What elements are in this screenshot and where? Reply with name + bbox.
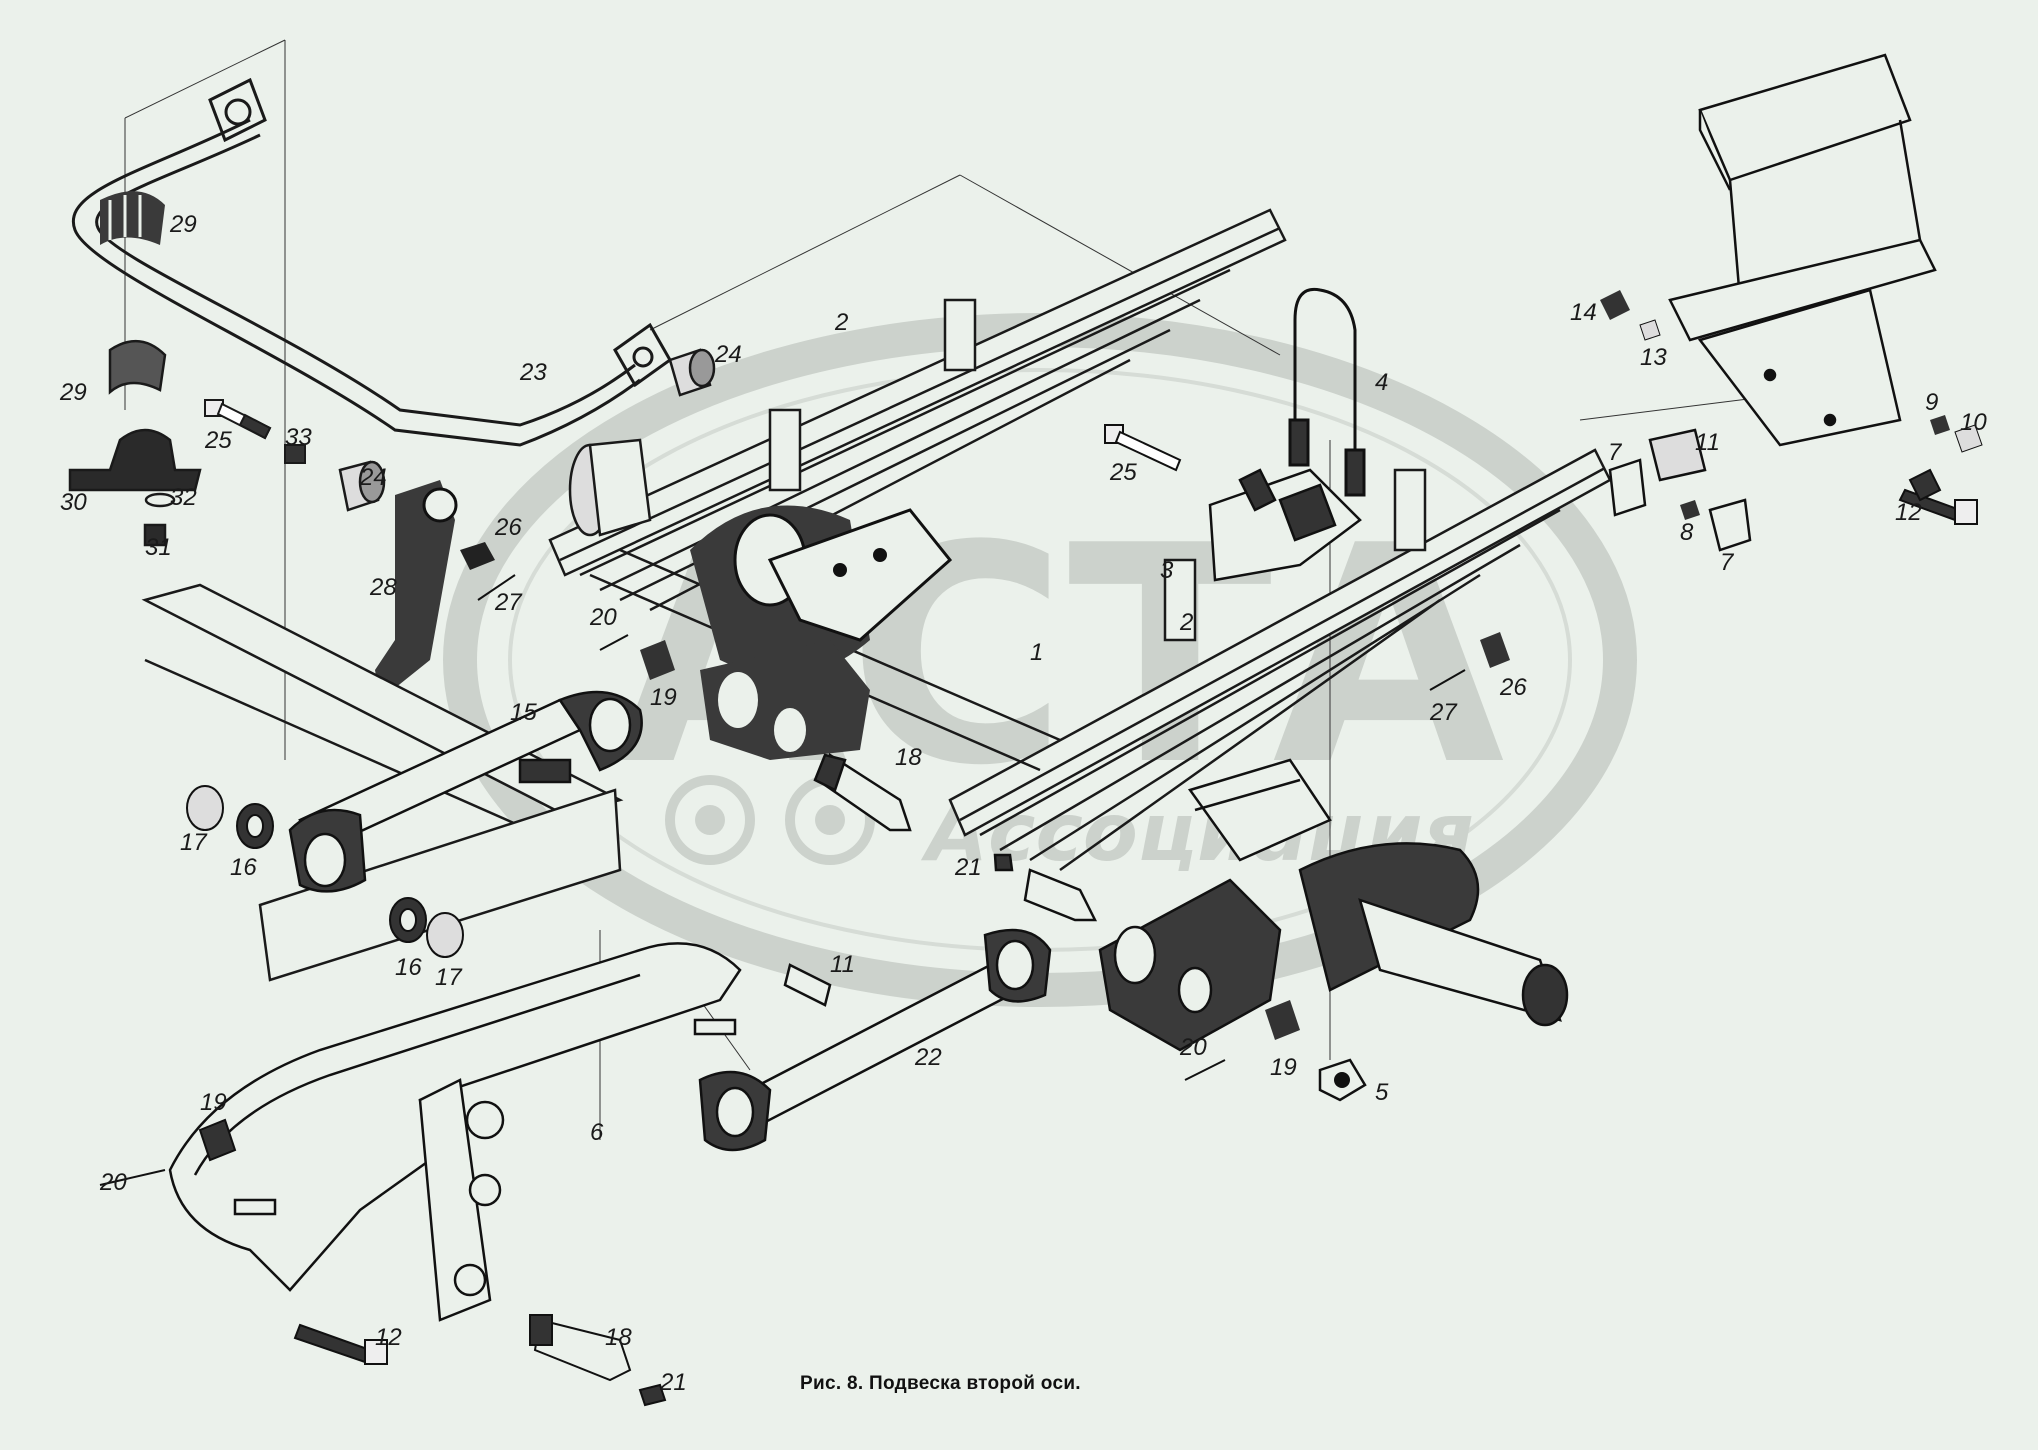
callout-label: 8	[1680, 519, 1694, 546]
bolt-part-12	[1898, 468, 1978, 525]
castle-nut-right	[1184, 1000, 1300, 1081]
callout-label: 6	[590, 1119, 604, 1146]
nut-part	[460, 542, 516, 601]
nut-part-26	[1429, 632, 1510, 691]
link-bracket	[375, 480, 458, 700]
callout-label: 26	[1499, 674, 1527, 701]
callout-label: 26	[494, 514, 522, 541]
callout-label: 16	[230, 854, 257, 881]
frame-section-right	[1668, 53, 1937, 447]
callout-label: 18	[895, 744, 922, 771]
callout-labels: 1223456778910111112121314151616171718181…	[59, 211, 1987, 1396]
callout-label: 4	[1375, 369, 1388, 396]
callout-label: 15	[510, 699, 537, 726]
callout-label: 18	[605, 1324, 632, 1351]
reaction-rod	[288, 690, 643, 893]
trunnion-bracket	[700, 640, 870, 760]
callout-label: 21	[954, 854, 982, 881]
callout-label: 12	[1895, 499, 1922, 526]
callout-label: 2	[834, 309, 848, 336]
callout-label: 9	[1925, 389, 1938, 416]
u-bolt	[1288, 287, 1366, 497]
callout-label: 14	[1570, 299, 1597, 326]
callout-label: 29	[59, 379, 87, 406]
callout-label: 17	[435, 964, 463, 991]
spring-bracket	[168, 942, 742, 1322]
callout-label: 19	[650, 684, 677, 711]
callout-label: 25	[1109, 459, 1137, 486]
clamp-bracket	[68, 339, 202, 547]
callout-label: 31	[145, 534, 172, 561]
callout-label: 23	[519, 359, 547, 386]
callout-label: 19	[1270, 1054, 1297, 1081]
nut-part-5	[1318, 1058, 1367, 1102]
callout-label: 27	[494, 589, 523, 616]
callout-label: 20	[99, 1169, 127, 1196]
callout-label: 19	[200, 1089, 227, 1116]
leaf-spring	[548, 208, 1612, 872]
callout-label: 32	[170, 484, 197, 511]
callout-label: 11	[1695, 429, 1720, 456]
callout-label: 24	[714, 341, 742, 368]
bolt-part	[204, 399, 306, 464]
callout-label: 16	[395, 954, 422, 981]
gear-icon	[665, 775, 755, 865]
callout-label: 17	[180, 829, 208, 856]
callout-label: 21	[659, 1369, 687, 1396]
callout-label: 33	[285, 424, 312, 451]
axle-hub-right	[1098, 758, 1569, 1052]
rod-bushings	[186, 785, 464, 958]
callout-label: 29	[169, 211, 197, 238]
callout-label: 13	[1640, 344, 1667, 371]
callout-label: 20	[1179, 1034, 1207, 1061]
bolt-part-right	[1104, 424, 1182, 472]
callout-label: 12	[375, 1324, 402, 1351]
small-fasteners	[1600, 290, 1983, 520]
pin-part	[813, 752, 912, 832]
callout-label: 30	[60, 489, 87, 516]
figure-caption: Рис. 8. Подвеска второй оси.	[800, 1373, 1081, 1394]
callout-label: 3	[1160, 557, 1174, 584]
callout-label: 5	[1375, 1079, 1389, 1106]
callout-label: 20	[589, 604, 617, 631]
stabilizer-bar	[71, 77, 672, 447]
callout-label: 28	[369, 574, 397, 601]
pin-part-right	[993, 853, 1098, 922]
callout-label: 1	[1030, 639, 1043, 666]
callout-label: 10	[1960, 409, 1987, 436]
bolt-part-lower	[99, 1118, 667, 1407]
callout-label: 24	[359, 464, 387, 491]
callout-label: 27	[1429, 699, 1458, 726]
balancer-hub	[690, 505, 953, 676]
callout-label: 7	[1608, 439, 1623, 466]
callout-label: 22	[914, 1044, 942, 1071]
callout-label: 11	[830, 951, 855, 978]
callout-label: 2	[1179, 609, 1193, 636]
callout-label: 7	[1720, 549, 1735, 576]
spring-clip	[768, 298, 1427, 642]
rubber-bushing	[338, 348, 716, 512]
reaction-rod-lower	[698, 928, 1052, 1152]
bushing-part	[100, 191, 165, 245]
callout-label: 25	[204, 427, 232, 454]
spring-plate	[1608, 428, 1752, 552]
saddle-bracket	[1208, 468, 1362, 582]
castle-nut	[599, 634, 675, 680]
